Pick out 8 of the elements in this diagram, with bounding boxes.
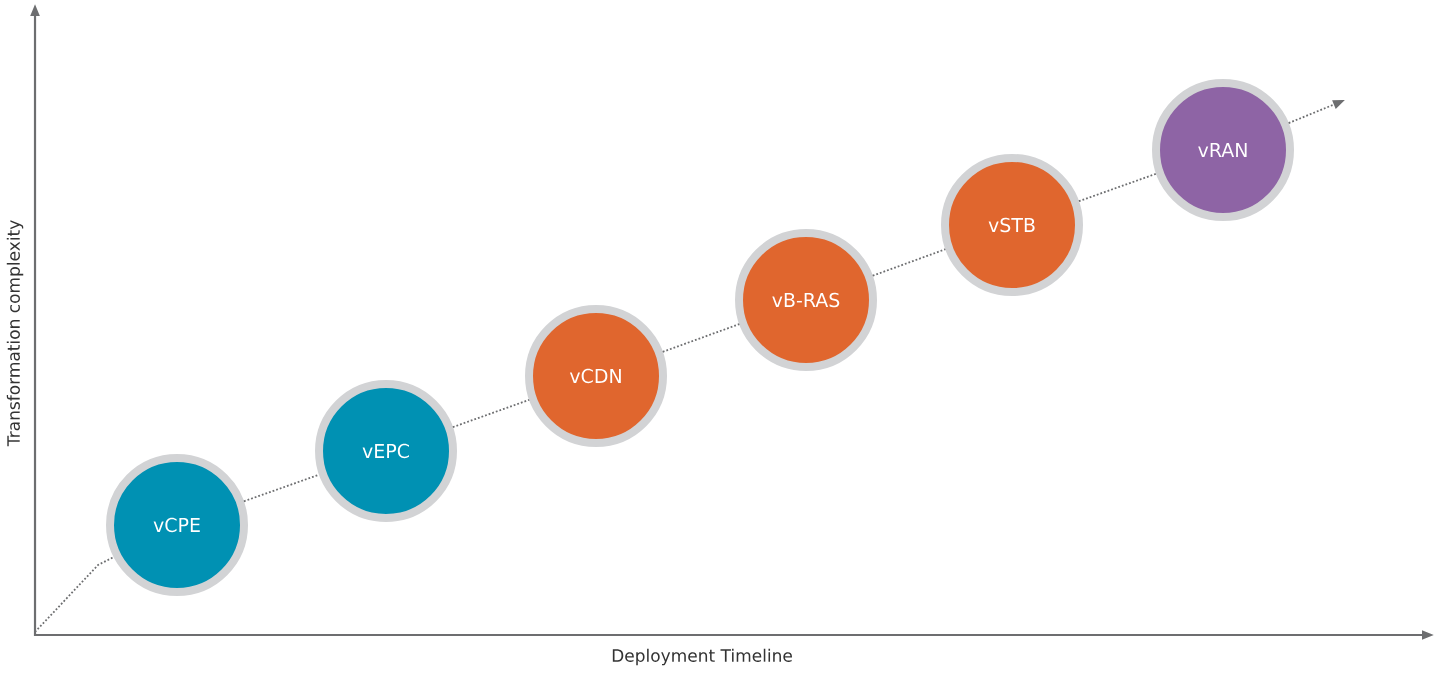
axis-title: Deployment Timeline bbox=[612, 648, 792, 666]
circle-node: vRAN bbox=[1152, 79, 1294, 221]
circle-node: vB-RAS bbox=[735, 229, 877, 371]
circle-node: vCPE bbox=[106, 454, 248, 596]
circle-node: vCDN bbox=[525, 305, 667, 447]
circle-node: vEPC bbox=[315, 380, 457, 522]
circle-node: vSTB bbox=[941, 154, 1083, 296]
axis-title: Transformation complexity bbox=[6, 220, 24, 447]
